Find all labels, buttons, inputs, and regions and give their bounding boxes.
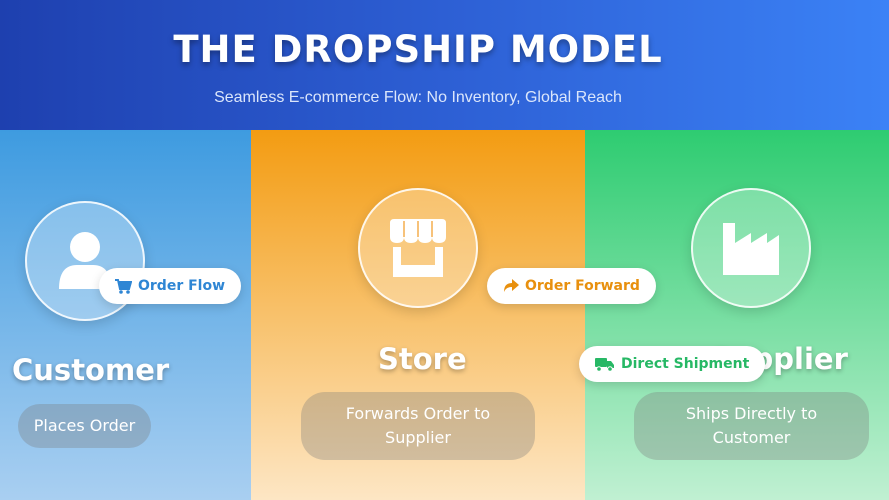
store-description: Forwards Order to Supplier	[301, 392, 535, 460]
customer-column: Customer Places Order	[0, 130, 251, 500]
user-icon	[59, 232, 111, 289]
header: THE DROPSHIP MODEL Seamless E-commerce F…	[0, 0, 889, 130]
factory-icon	[723, 223, 779, 275]
page-subtitle: Seamless E-commerce Flow: No Inventory, …	[214, 89, 622, 106]
store-icon-circle	[358, 188, 478, 308]
supplier-icon-circle	[691, 188, 811, 308]
order-flow-badge: Order Flow	[99, 268, 242, 304]
customer-name: Customer	[12, 353, 170, 387]
customer-icon-circle	[25, 201, 145, 321]
store-name: Store	[378, 342, 467, 376]
direct-shipment-badge: Direct Shipment	[579, 346, 766, 382]
page-title: THE DROPSHIP MODEL	[173, 28, 663, 71]
supplier-column: Supplier Ships Directly to Customer	[585, 130, 889, 500]
store-icon	[390, 219, 446, 277]
direct-shipment-label: Direct Shipment	[621, 356, 750, 372]
supplier-description: Ships Directly to Customer	[634, 392, 869, 460]
cart-icon	[115, 278, 132, 294]
store-column: Store Forwards Order to Supplier	[251, 130, 585, 500]
customer-description: Places Order	[18, 404, 151, 448]
truck-icon	[595, 357, 614, 372]
order-forward-badge: Order Forward	[487, 268, 656, 304]
order-flow-label: Order Flow	[138, 278, 226, 294]
share-arrow-icon	[504, 279, 519, 292]
order-forward-label: Order Forward	[525, 278, 640, 294]
